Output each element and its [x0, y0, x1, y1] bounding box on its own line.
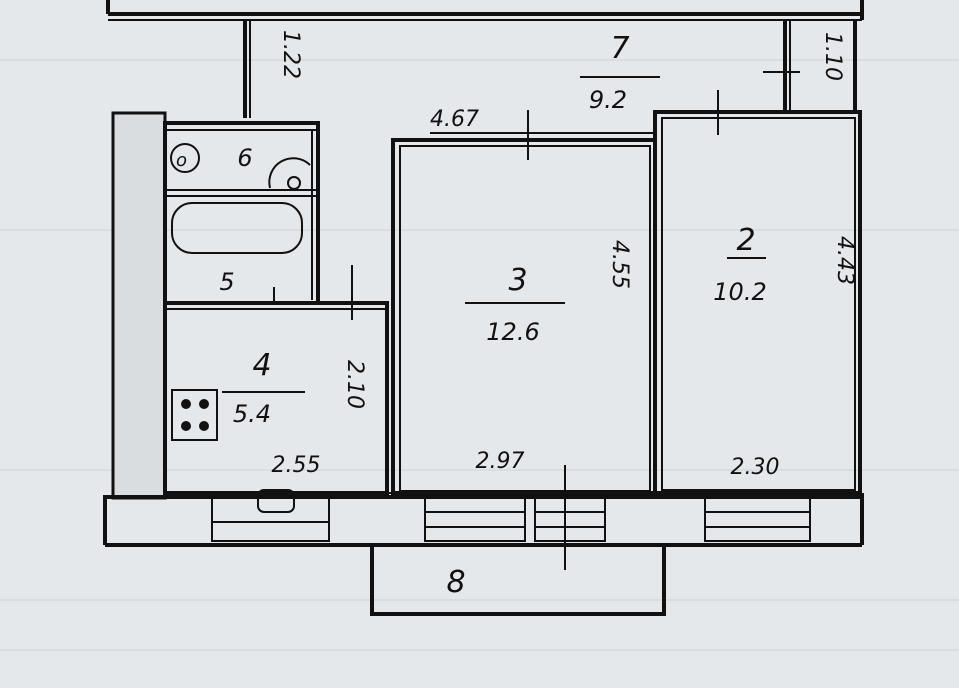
- room-2-width: 2.30: [731, 455, 780, 480]
- dim-top-width: 4.67: [430, 107, 479, 132]
- room-6-number: 6: [237, 144, 252, 172]
- stove-icon: [171, 389, 218, 441]
- room-2-number: 2: [736, 223, 755, 258]
- dim-corridor-left: 1.22: [278, 30, 303, 79]
- svg-text:o: o: [176, 150, 187, 171]
- room-7-number: 7: [610, 31, 629, 66]
- room-3-number: 3: [508, 263, 527, 298]
- top-wall: [106, 0, 864, 21]
- room-4-area: 5.4: [233, 400, 271, 428]
- bathtub-icon: [171, 202, 303, 254]
- toilet-icon: [170, 143, 200, 173]
- room-2-area: 10.2: [713, 278, 766, 306]
- room-3-width: 2.97: [476, 449, 525, 474]
- room-8-number: 8: [446, 565, 465, 600]
- left-wall: [103, 111, 167, 545]
- balcony: [370, 545, 666, 616]
- room-5-number: 5: [219, 268, 234, 296]
- dim-corridor-right: 1.10: [820, 32, 845, 81]
- corridor-room-7: [243, 20, 857, 118]
- room-2-height: 4.43: [832, 236, 857, 285]
- sink-icon: [268, 157, 311, 189]
- room-3-height: 4.55: [607, 240, 632, 289]
- room-4-number: 4: [252, 348, 271, 383]
- room-3-area: 12.6: [486, 318, 539, 346]
- room-7-area: 9.2: [589, 86, 627, 114]
- room-4-width: 2.55: [272, 453, 321, 478]
- bottom-wall: [105, 489, 864, 547]
- room-4-height: 2.10: [342, 360, 367, 409]
